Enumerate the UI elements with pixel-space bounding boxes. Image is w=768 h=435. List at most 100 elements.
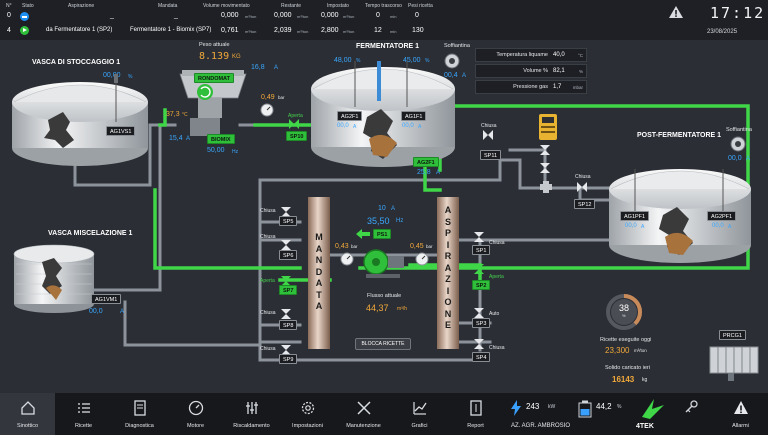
col-restante: Restante (281, 3, 302, 9)
valve-sp10[interactable]: SP10 (286, 131, 308, 141)
warning-icon[interactable] (668, 5, 684, 19)
row0-restante-unit: m³/ton (297, 14, 309, 19)
valve-sp7[interactable]: SP7 (279, 285, 298, 295)
pump-ps1[interactable]: PS1 (373, 229, 392, 239)
valve-sp5[interactable]: SP5 (279, 216, 298, 226)
nav-grafici[interactable]: Grafici (392, 393, 447, 435)
pump-hz-unit: Hz (396, 218, 404, 224)
valve-sp6-icon[interactable] (281, 240, 291, 250)
row0-pesi: 0 (415, 12, 419, 19)
pump-p-right-unit: bar (426, 244, 433, 249)
nav-manutenzione[interactable]: Manutenzione (336, 393, 391, 435)
valve-sp3-icon[interactable] (474, 308, 484, 318)
agitator-ag1f1[interactable]: AG1F1 (401, 111, 427, 121)
row4-mandata: Fermentatore 1 - Biomix (SP7) (130, 27, 212, 33)
tee-junction-icon (540, 181, 552, 193)
info-unit: °C (577, 53, 583, 58)
biomix-current: 15,4 (169, 135, 183, 142)
ag1pf1-current-unit: A (641, 224, 645, 230)
nav-impostazioni[interactable]: Impostazioni (280, 393, 335, 435)
nav-ricette[interactable]: Ricette (56, 393, 111, 435)
biomix-temp-unit: °C (182, 112, 188, 118)
aspirazione-letter: I (446, 285, 450, 296)
valve-sp8[interactable]: SP8 (279, 320, 298, 330)
valve-sp2[interactable]: SP2 (472, 280, 491, 290)
truck-icon[interactable] (537, 112, 559, 142)
valve-sp5-icon[interactable] (281, 207, 291, 217)
sp3-state: Auto (489, 311, 500, 317)
nav-riscaldamento[interactable]: Riscaldamento (224, 393, 279, 435)
valve-sp6[interactable]: SP6 (279, 250, 298, 260)
row4-play-button[interactable] (20, 26, 29, 35)
biomix-tag[interactable]: BIOMIX (207, 134, 235, 144)
nav-report[interactable]: Report (448, 393, 503, 435)
pump-motor-icon[interactable] (362, 246, 406, 282)
gear-icon (301, 401, 314, 415)
rondomat-tag[interactable]: RONDOMAT (194, 73, 234, 83)
valve-sp10-icon[interactable] (289, 119, 299, 129)
stoccaggio-level-unit: % (128, 74, 133, 80)
row0-stop-button[interactable] (20, 12, 29, 21)
valve-sp1-icon[interactable] (474, 232, 484, 242)
agitator-ag1pf1[interactable]: AG1PF1 (620, 211, 650, 221)
pressure-gauge-icon (415, 252, 429, 266)
row0-no: 0 (7, 12, 11, 19)
fermentatore-level: 48,00 (334, 57, 352, 64)
pump-p-right: 0,45 (410, 243, 424, 250)
col-mandata: Mandata (158, 3, 178, 9)
battery-unit: % (617, 404, 622, 410)
valve-sp9[interactable]: SP9 (279, 354, 298, 364)
valve-sp8-icon[interactable] (281, 309, 291, 319)
agitator-ag1vm1[interactable]: AG1VM1 (91, 294, 122, 304)
agitator-ag2pf1[interactable]: AG2PF1 (707, 211, 737, 221)
block-recipes-button[interactable]: BLOCCA RICETTE (355, 338, 411, 350)
nav-motore[interactable]: Motore (168, 393, 223, 435)
nav-diagnostica[interactable]: Diagnostica (112, 393, 167, 435)
ag2f1-current: 00,0 (337, 123, 349, 129)
valve-sp9-icon[interactable] (281, 345, 291, 355)
valve-sp12[interactable]: SP12 (574, 199, 596, 209)
valve-sp1[interactable]: SP1 (472, 245, 491, 255)
aspirazione-letter: S (444, 216, 451, 227)
valve-sp7-icon[interactable] (281, 276, 291, 286)
valve-icon[interactable] (540, 163, 550, 173)
info-value: 40,0 (553, 52, 565, 58)
valve-sp3[interactable]: SP3 (472, 318, 491, 328)
col-aspirazione: Aspirazione (68, 3, 95, 9)
row4-restante: 2,039 (274, 27, 292, 34)
recipe-progress-unit: % (622, 313, 626, 318)
aspirazione-letter: A (444, 262, 452, 273)
fermentatore-current-unit: A (436, 170, 441, 176)
valve-sp4[interactable]: SP4 (472, 352, 491, 362)
report-icon (469, 400, 482, 416)
stoccaggio-level: 00,00 (103, 72, 121, 79)
nav-allarmi[interactable]: Allarmi (713, 393, 768, 435)
nav-sinottico[interactable]: Sinottico (0, 393, 55, 435)
agitator-ag1vs1[interactable]: AG1VS1 (106, 126, 136, 136)
valve-sp2-icon[interactable] (474, 264, 484, 274)
row4-impostato-unit: m³/ton (343, 29, 355, 34)
row0-volume: 0,000 (221, 12, 239, 19)
sp12-state: Chiusa (575, 174, 591, 180)
recipes-volume: 23,300 (605, 346, 630, 355)
aspirazione-manifold (437, 197, 459, 349)
valve-sp11[interactable]: SP11 (480, 150, 502, 160)
biomix-hz-unit: Hz (232, 149, 239, 155)
agitator-ag2f1-top[interactable]: AG2F1 (337, 111, 363, 121)
gauge-icon (188, 400, 203, 416)
valve-icon[interactable] (540, 145, 550, 155)
play-icon (23, 28, 27, 32)
mandata-letter: M (315, 232, 323, 242)
valve-sp4-icon[interactable] (474, 339, 484, 349)
nav-label: Grafici (411, 423, 428, 429)
prcg1-tag[interactable]: PRCG1 (719, 330, 746, 340)
valve-sp11-icon[interactable] (483, 130, 493, 140)
ag2pf1-current-unit: A (728, 224, 732, 230)
aspirazione-letter: Z (445, 274, 451, 284)
key-icon[interactable] (684, 400, 698, 414)
postfermentatore-title: POST-FERMENTATORE 1 (637, 132, 722, 139)
agitator-ag2f1[interactable]: AG2F1 (413, 157, 439, 167)
sp9-state: Chiusa (260, 346, 276, 352)
valve-sp12-icon[interactable] (577, 182, 587, 192)
